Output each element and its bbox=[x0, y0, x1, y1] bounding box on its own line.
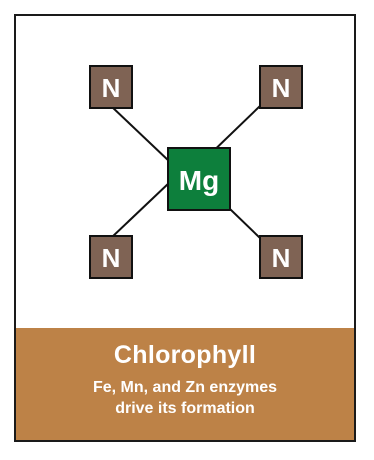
bond-top-left bbox=[110, 105, 171, 163]
caption-subtitle: Fe, Mn, and Zn enzymes drive its formati… bbox=[16, 377, 354, 419]
nitrogen-node-bottom-right: N bbox=[259, 235, 303, 279]
magnesium-label: Mg bbox=[179, 165, 219, 196]
nitrogen-node-bottom-left: N bbox=[89, 235, 133, 279]
nitrogen-label: N bbox=[102, 73, 121, 103]
nitrogen-label: N bbox=[272, 73, 291, 103]
caption-subtitle-line-2: drive its formation bbox=[115, 400, 255, 417]
chlorophyll-structure-diagram: N N N N Mg bbox=[89, 65, 303, 279]
figure-frame: N N N N Mg Chlorophyll Fe, Mn, and Zn en… bbox=[14, 14, 356, 442]
nitrogen-label: N bbox=[272, 243, 291, 273]
nitrogen-label: N bbox=[102, 243, 121, 273]
caption-title: Chlorophyll bbox=[113, 341, 257, 369]
magnesium-node-center: Mg bbox=[167, 147, 231, 211]
caption-subtitle-line-1: Fe, Mn, and Zn enzymes bbox=[92, 379, 278, 396]
caption-band: Chlorophyll Fe, Mn, and Zn enzymes drive… bbox=[16, 328, 354, 440]
bond-bottom-left bbox=[110, 181, 171, 239]
nitrogen-node-top-left: N bbox=[89, 65, 133, 109]
nitrogen-node-top-right: N bbox=[259, 65, 303, 109]
